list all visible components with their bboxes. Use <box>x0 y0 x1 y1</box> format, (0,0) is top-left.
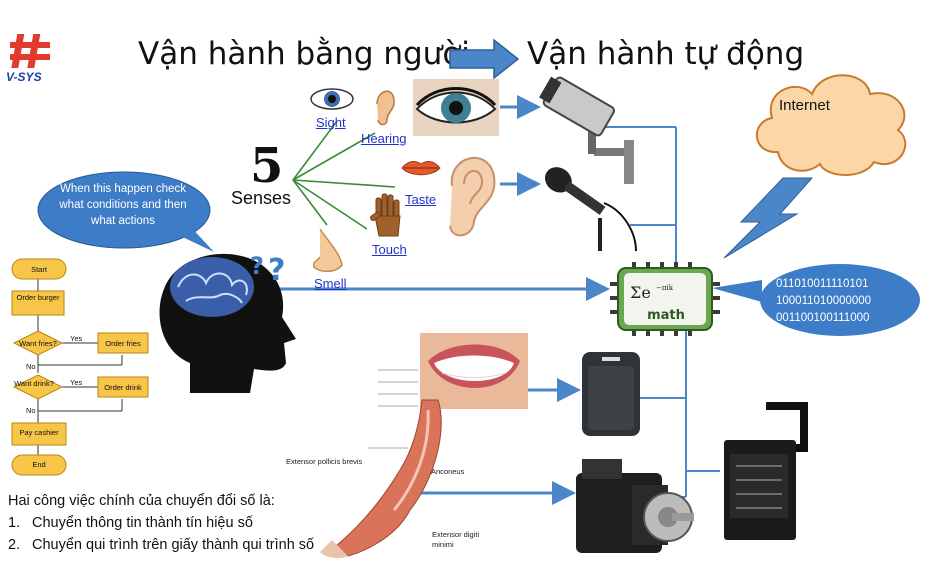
eye-photo <box>413 79 499 136</box>
anatomy-label-anconeus: Anconeus <box>431 467 465 476</box>
flow-want-drink: Want drink? <box>14 379 54 388</box>
relay-icon <box>724 402 808 540</box>
logo-text: V-SYS <box>6 70 42 84</box>
internet-label: Internet <box>779 97 830 114</box>
ear-photo <box>449 157 496 237</box>
arm-muscle-illustration <box>320 369 442 559</box>
flow-end: End <box>32 460 46 469</box>
binary-line: 001100100111000 <box>776 312 870 324</box>
senses-branches <box>292 120 396 230</box>
flow-order-fries: Order fries <box>105 339 141 348</box>
binary-line: 100011010000000 <box>776 295 872 307</box>
lips-icon <box>401 161 441 176</box>
title-automatic: Vận hành tự động <box>527 36 805 72</box>
vsys-logo <box>4 30 62 88</box>
flow-yes-label: Yes <box>70 378 83 387</box>
binary-line: 011010011110101 <box>776 278 869 290</box>
flow-start: Start <box>31 265 47 274</box>
summary-intro: Hai công việc chính của chuyển đổi số là… <box>8 493 275 509</box>
flow-yes-label: Yes <box>70 334 83 343</box>
chip-label: math <box>647 308 685 323</box>
title-manual: Vận hành bằng người <box>138 36 470 72</box>
microphone-icon <box>544 167 637 252</box>
senses-number: 5 <box>250 138 284 194</box>
binary-data-text: 011010011110101 100011010000000 00110010… <box>776 276 871 327</box>
math-chip-icon: Σe −πik <box>610 262 720 336</box>
anatomy-label-extensor-digiti: Extensor digiti minimi <box>432 530 480 549</box>
flow-order-burger: Order burger <box>16 293 60 302</box>
summary-item-text: Chuyển thông tin thành tín hiệu số <box>32 515 253 531</box>
sense-label-smell: Smell <box>314 276 347 291</box>
summary-item: 2. Chuyển qui trình trên giấy thành qui … <box>8 534 314 556</box>
head-brain-icon <box>159 253 296 393</box>
senses-label: Senses <box>231 188 292 208</box>
thought-bubble-text: When this happen check what conditions a… <box>59 183 187 227</box>
anatomy-label-extensor-pollicis: Extensor pollicis brevis <box>286 457 363 466</box>
hand-icon <box>370 193 401 237</box>
flow-order-drink: Order drink <box>104 383 142 392</box>
sense-label-hearing: Hearing <box>361 131 407 146</box>
summary-item-text: Chuyển qui trình trên giấy thành qui trì… <box>32 537 315 553</box>
svg-text:?: ? <box>250 252 264 280</box>
lightning-bolt-icon <box>723 177 814 259</box>
svg-text:?: ? <box>268 253 285 284</box>
svg-text:−πik: −πik <box>656 284 674 292</box>
smile-photo <box>420 333 528 409</box>
question-marks-icon: ? ? <box>250 252 285 284</box>
flow-pay-cashier: Pay cashier <box>19 428 59 437</box>
speaker-icon <box>582 352 640 436</box>
flow-no-label: No <box>26 406 36 415</box>
summary-item: 1. Chuyển thông tin thành tín hiệu số <box>8 512 314 534</box>
binary-data-bubble <box>712 264 920 336</box>
sense-label-sight: Sight <box>316 115 346 130</box>
sense-label-touch: Touch <box>372 242 407 257</box>
nose-icon <box>312 228 343 272</box>
title-arrow-icon <box>449 38 520 80</box>
servo-motor-icon <box>576 459 694 553</box>
thought-bubble <box>37 171 214 252</box>
summary-block: Hai công việc chính của chuyển đổi số là… <box>8 490 314 556</box>
summary-item-number: 1. <box>8 515 21 531</box>
flow-want-fries: Want fries? <box>19 339 57 348</box>
security-camera-icon <box>539 76 634 184</box>
flow-no-label: No <box>26 362 36 371</box>
internet-cloud-icon <box>755 74 907 176</box>
svg-text:Σe: Σe <box>630 283 651 302</box>
ear-icon <box>376 90 395 126</box>
sense-label-taste: Taste <box>405 192 437 207</box>
summary-item-number: 2. <box>8 537 21 553</box>
ordering-flowchart <box>11 258 149 476</box>
eye-icon <box>310 88 354 110</box>
